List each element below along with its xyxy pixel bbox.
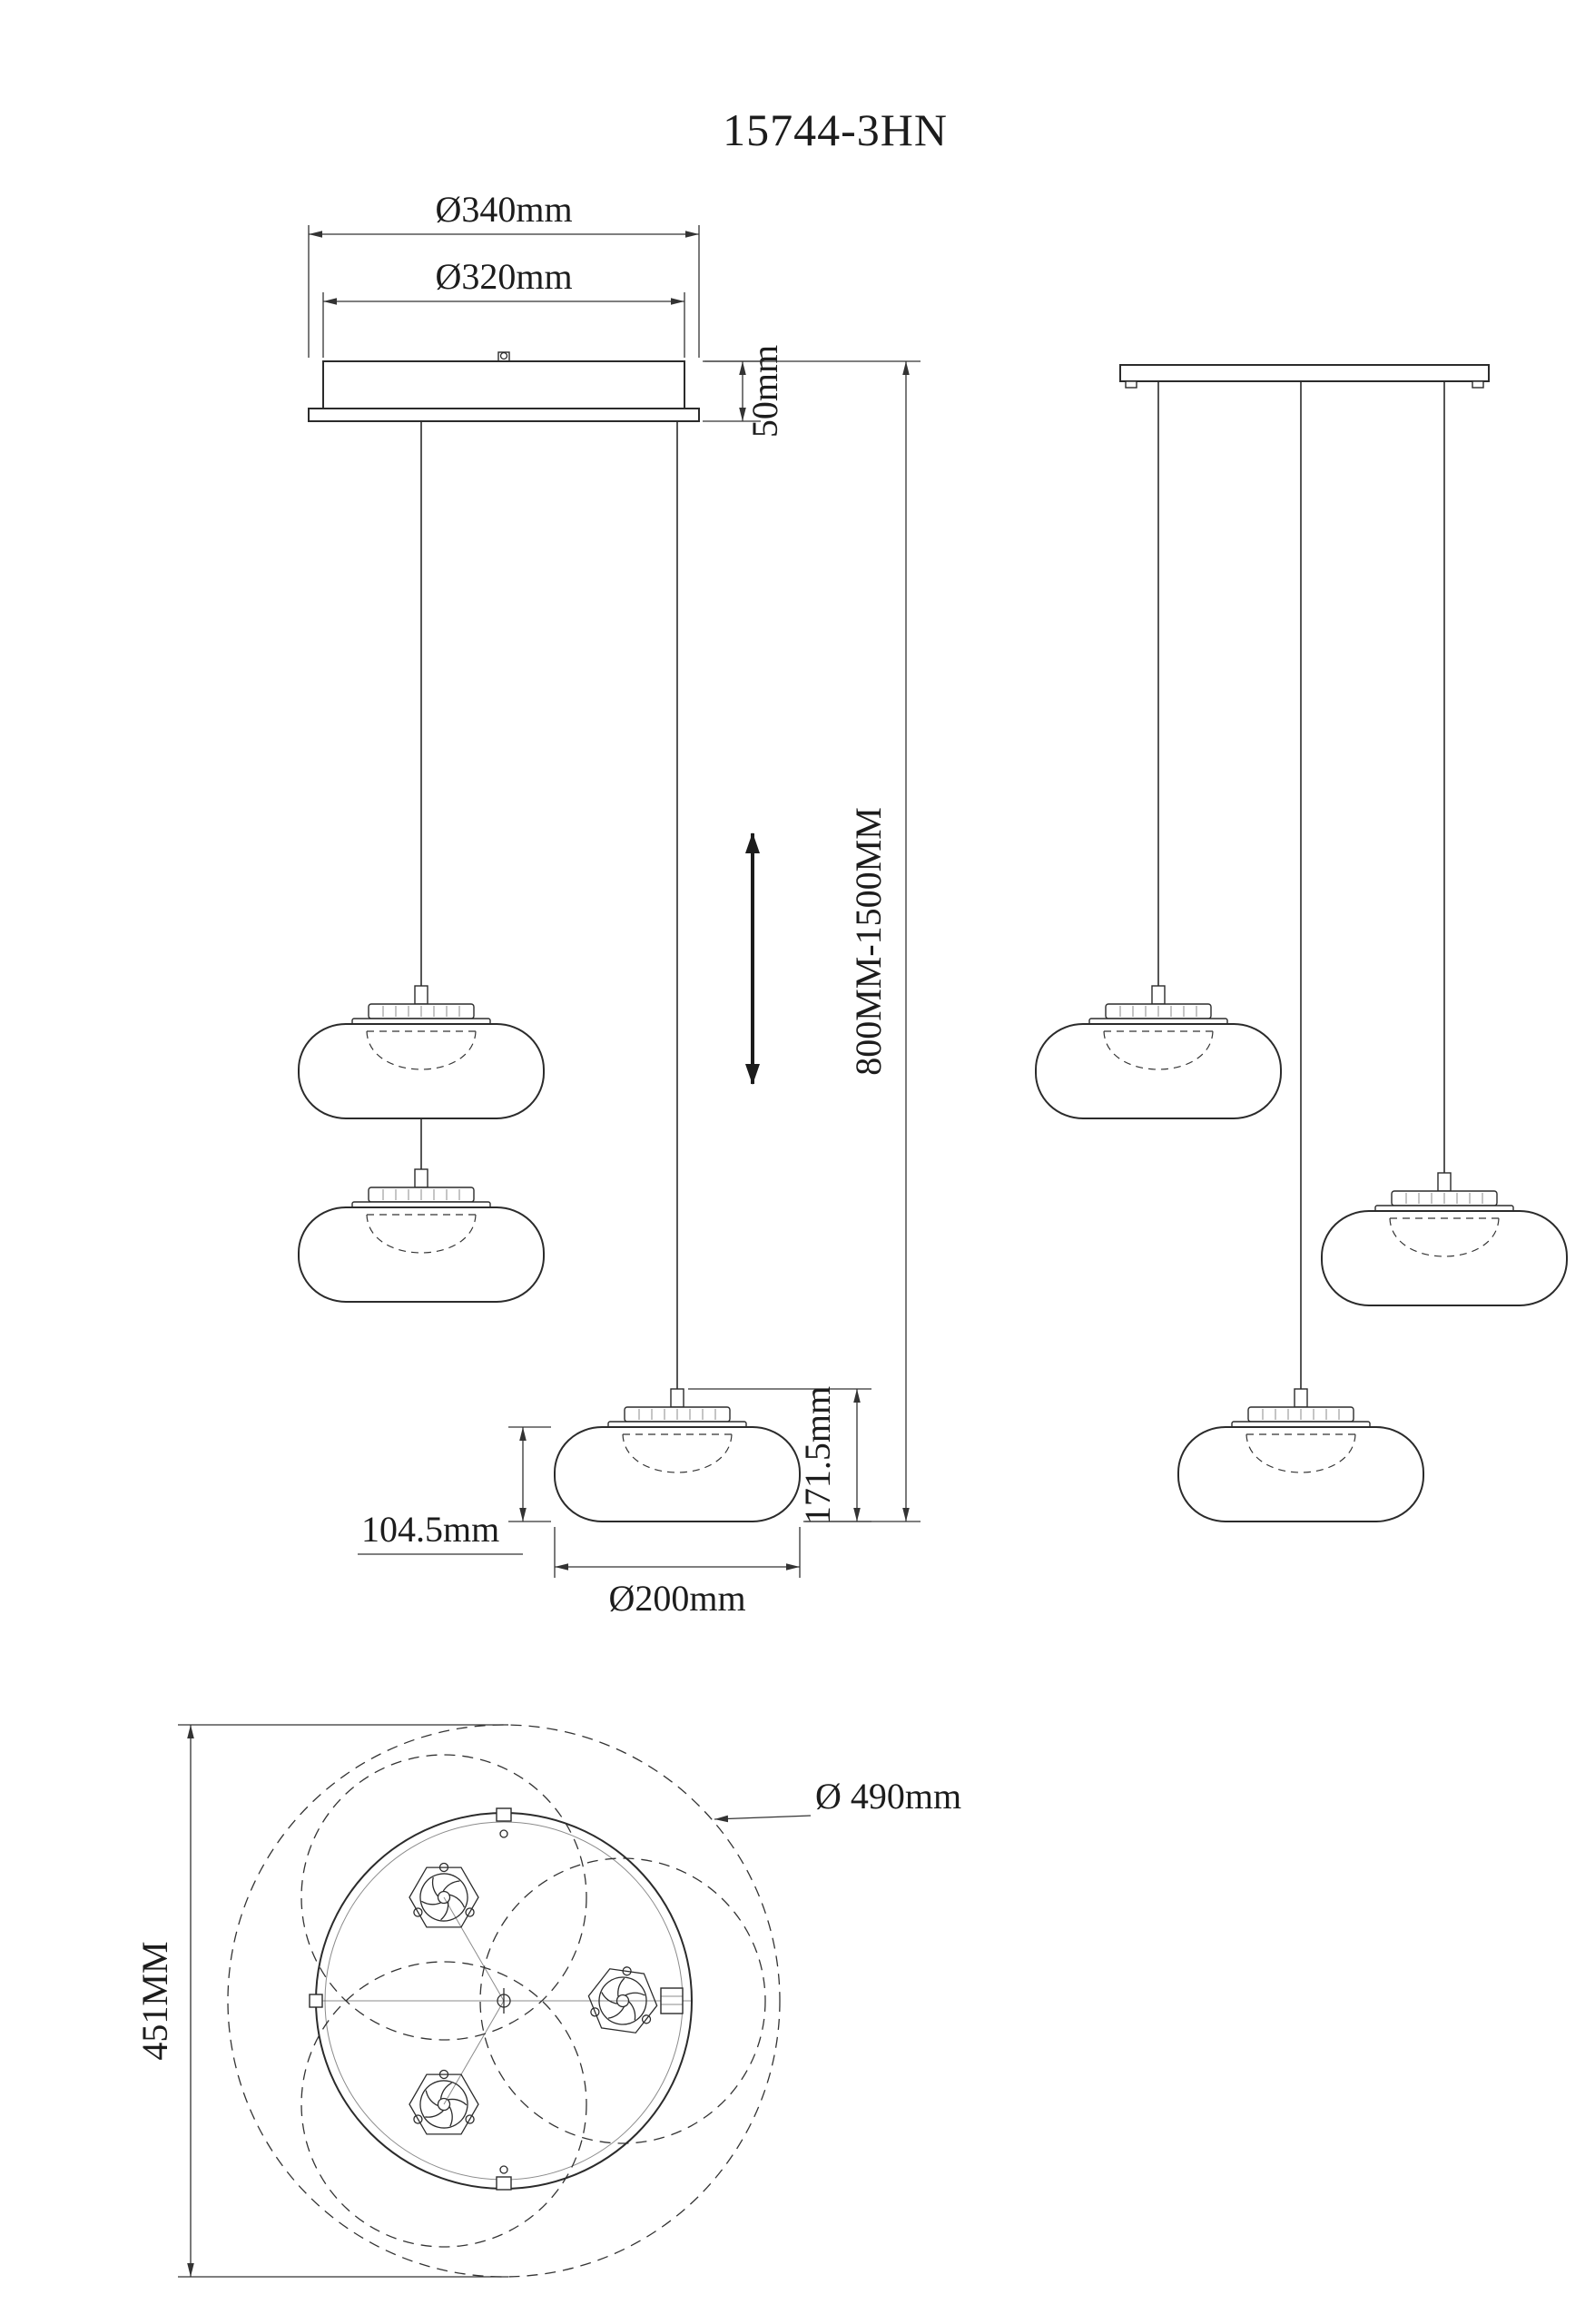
dim-canopy-outer-label: Ø340mm xyxy=(435,189,572,230)
dim-canopy-height-label: 50mm xyxy=(744,345,785,438)
led-driver xyxy=(396,2058,488,2152)
dimension-overall-height: 451MM xyxy=(134,1724,508,2278)
dimension-canopy-height: 50mm xyxy=(703,345,785,438)
dim-shade-height-label: 104.5mm xyxy=(361,1509,499,1550)
dimension-shade-height: 104.5mm xyxy=(358,1426,551,1555)
pendant-lamp xyxy=(298,985,545,1119)
dim-suspension-range-label: 800MM-1500MM xyxy=(848,807,889,1076)
terminal-block xyxy=(660,1987,684,2014)
ceiling-canopy-side xyxy=(1119,364,1490,389)
dimension-suspension-range: 800MM-1500MM xyxy=(704,360,921,1522)
front-view-arrangement xyxy=(1035,364,1568,1522)
canopy-flange xyxy=(308,408,700,422)
drawing-title: 15744-3HN xyxy=(723,104,948,155)
front-view-adjustable: Ø340mm Ø320mm 50mm 800MM-1500MM xyxy=(298,189,921,1619)
ceiling-canopy xyxy=(308,351,700,422)
shade-outline-dashed xyxy=(300,1961,587,2248)
pendant-lamp xyxy=(298,1168,545,1303)
canopy-screw xyxy=(497,351,510,362)
shade-outline-dashed xyxy=(300,1754,587,2041)
mounting-tab xyxy=(309,1994,323,2008)
pendant-lamp xyxy=(554,1388,801,1522)
pendant-lamp xyxy=(1035,985,1282,1119)
dim-shade-diameter-label: Ø200mm xyxy=(608,1578,745,1619)
dim-canopy-inner-label: Ø320mm xyxy=(435,256,572,297)
dimension-swing-diameter: Ø 490mm xyxy=(714,1776,961,1823)
shade-outline-dashed xyxy=(479,1857,766,2144)
dimension-pendant-height: 171.5mm xyxy=(688,1386,871,1524)
dim-overall-height-label: 451MM xyxy=(134,1941,175,2060)
dimension-canopy-outer: Ø340mm xyxy=(308,189,700,358)
led-driver xyxy=(584,1961,663,2036)
led-driver xyxy=(399,1851,492,1945)
canopy-body xyxy=(322,360,685,409)
dim-swing-diameter-label: Ø 490mm xyxy=(815,1776,961,1817)
top-view: Ø 490mm 451MM xyxy=(134,1724,961,2278)
mounting-tab xyxy=(496,1807,512,1822)
dimension-canopy-inner: Ø320mm xyxy=(322,256,685,358)
pendant-lamp xyxy=(1177,1388,1424,1522)
dim-pendant-height-label: 171.5mm xyxy=(797,1386,838,1524)
dimension-shade-diameter: Ø200mm xyxy=(554,1527,801,1619)
pendant-lamp xyxy=(1321,1172,1568,1306)
mounting-tab xyxy=(496,2176,512,2191)
